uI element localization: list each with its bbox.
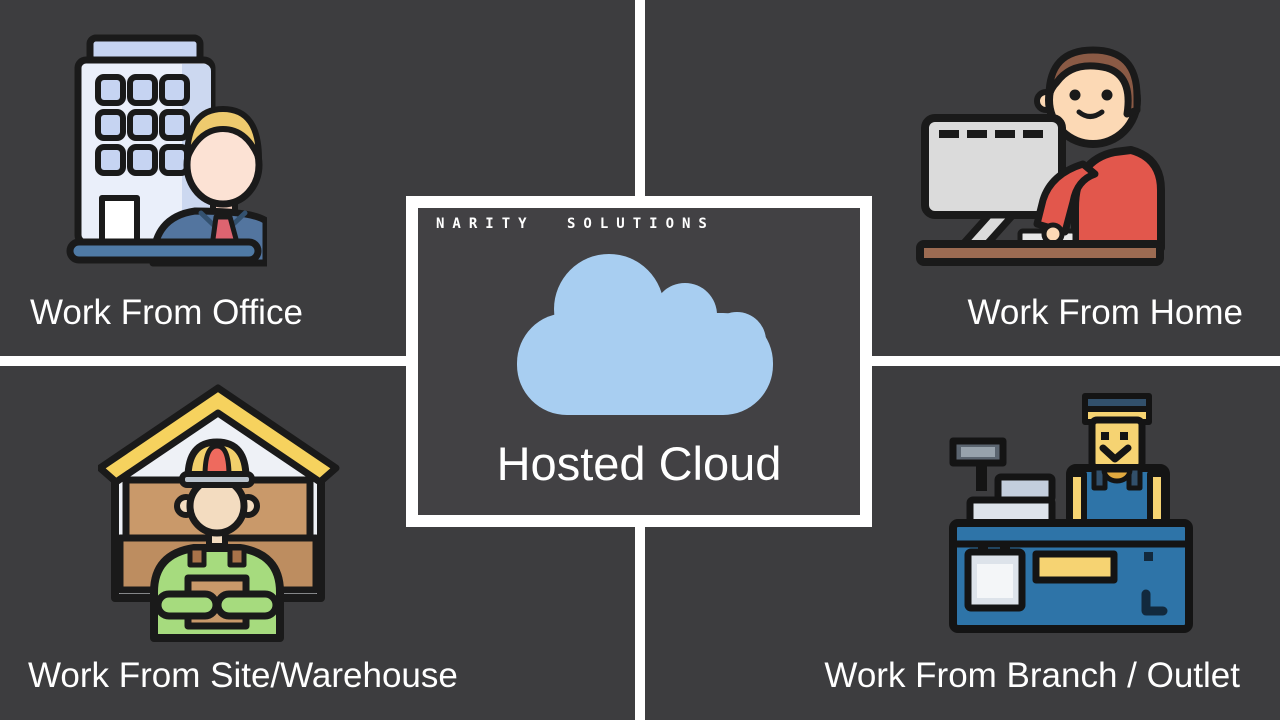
- home-worker-icon: [915, 22, 1165, 266]
- hosted-cloud-panel: NARITY SOLUTIONS Hosted Cloud: [406, 196, 872, 527]
- branch-outlet-cashier-icon: [948, 392, 1193, 637]
- cloud-icon: [517, 253, 773, 415]
- office-worker-icon: [55, 33, 267, 268]
- warehouse-worker-icon: [98, 380, 388, 652]
- work-from-branch-outlet-label: Work From Branch / Outlet: [824, 656, 1240, 695]
- work-from-site-warehouse-label: Work From Site/Warehouse: [28, 656, 458, 695]
- brand-text: NARITY SOLUTIONS: [436, 216, 715, 232]
- work-from-office-label: Work From Office: [30, 293, 303, 332]
- work-from-home-label: Work From Home: [967, 293, 1244, 332]
- hosted-cloud-title: Hosted Cloud: [496, 437, 782, 490]
